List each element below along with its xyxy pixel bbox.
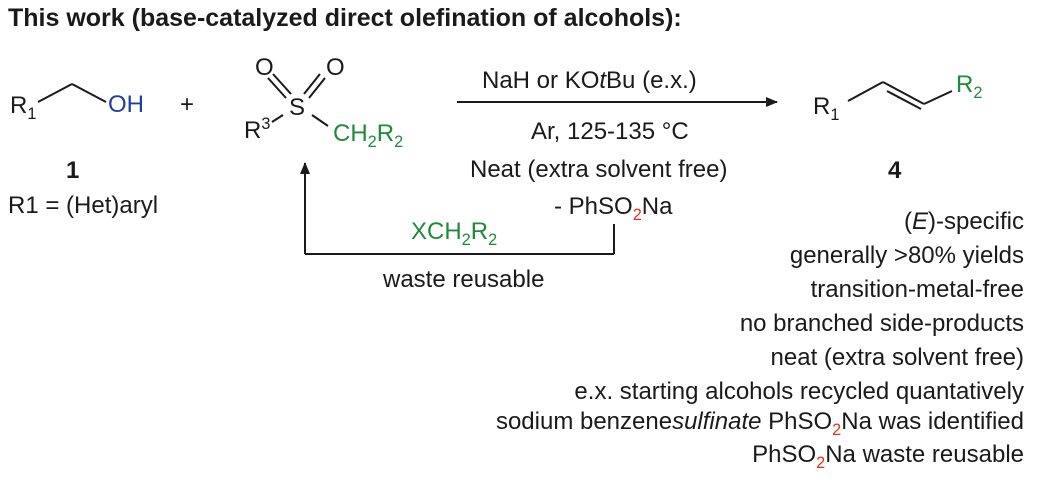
product-bond-1 (847, 81, 884, 102)
product-double-bond-a (882, 81, 925, 105)
feature-neat: neat (extra solvent free) (770, 344, 1024, 371)
s-ch2-bond (311, 114, 329, 127)
recycle-caption: waste reusable (383, 266, 545, 293)
condition-neat: Neat (extra solvent free) (470, 156, 728, 183)
feature-yields: generally >80% yields (789, 242, 1024, 269)
s-r3-bond (271, 114, 284, 123)
recycle-reagent: XCH2R2 (411, 218, 498, 249)
so-bond-left (267, 77, 287, 99)
condition-temperature: Ar, 125-135 °C (531, 118, 689, 145)
byproduct-phso2na: - PhSO2Na (554, 193, 673, 224)
sulfone-ch2r2: CH2R2 (333, 120, 404, 151)
alcohol-r1: R1 (10, 92, 37, 123)
feature-sulfinate-identified: sodium benzenesulfinate PhSO2Na was iden… (495, 408, 1024, 439)
product-r1: R1 (813, 93, 840, 124)
feature-e-specific: (E)-specific (903, 208, 1024, 235)
feature-metal-free: transition-metal-free (810, 276, 1024, 303)
plus-sign: + (180, 91, 195, 118)
feature-waste-reusable: PhSO2Na waste reusable (752, 441, 1024, 472)
feature-alcohols-recycled: e.x. starting alcohols recycled quantati… (574, 378, 1024, 405)
compound-number-1: 1 (66, 157, 80, 184)
alcohol-scope: R1 = (Het)aryl (8, 192, 159, 219)
alcohol-bond-2 (71, 83, 107, 103)
condition-base: NaH or KOtBu (e.x.) (482, 67, 697, 94)
alcohol-oh: OH (108, 91, 144, 118)
so-bond-right (308, 77, 326, 99)
product-r2: R2 (956, 71, 983, 102)
compound-number-4: 4 (888, 157, 902, 184)
sulfone-r3: R3 (244, 115, 271, 144)
sulfone-oxygen-right: O (326, 54, 345, 81)
so-bond-right-2 (303, 73, 321, 95)
product-double-bond-b (886, 90, 922, 110)
scheme-title: This work (base-catalyzed direct olefina… (8, 4, 682, 32)
so-bond-left-2 (272, 73, 292, 95)
product-bond-3 (923, 90, 953, 105)
alcohol-bond-1 (37, 83, 73, 103)
sulfone-oxygen-left: O (255, 54, 274, 81)
feature-no-branched: no branched side-products (739, 310, 1024, 337)
sulfone-sulfur: S (289, 94, 306, 121)
